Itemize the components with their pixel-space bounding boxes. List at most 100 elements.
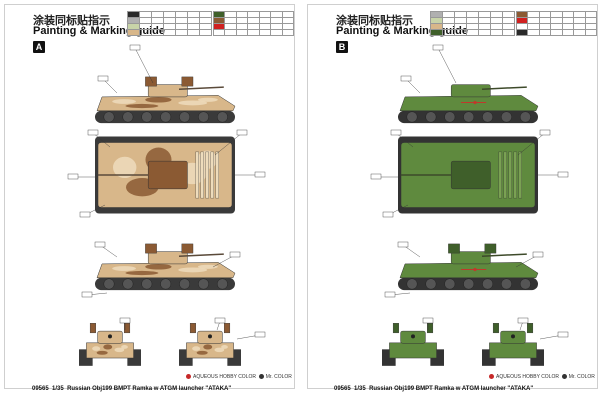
color-swatch (214, 18, 225, 23)
engine-deck-grille (200, 151, 204, 199)
hull (399, 95, 539, 112)
road-wheel (463, 111, 475, 123)
callout-box (94, 241, 106, 248)
title-chinese: 涂装同标贴指示 (336, 15, 413, 27)
callout-box (67, 173, 79, 180)
turret (450, 84, 491, 98)
atgm-launcher (392, 323, 399, 334)
decal-callout (400, 75, 421, 94)
kit-code: 09565 (334, 386, 351, 392)
camo-pattern (112, 96, 218, 109)
vehicle-drawings (67, 44, 266, 366)
decal-callout (538, 171, 569, 178)
camo-patch (221, 345, 228, 349)
atgm-launcher (124, 323, 131, 334)
cannon-barrel (178, 86, 224, 90)
leader-line (92, 132, 111, 148)
kit-scale: 1/35 (52, 386, 64, 392)
road-wheel (160, 278, 172, 290)
engine-deck-grille (518, 151, 522, 199)
color-swatch (214, 12, 225, 17)
road-wheel (179, 278, 191, 290)
color-swatch (214, 30, 225, 35)
road-wheel (160, 111, 172, 123)
engine-deck-grille (210, 151, 214, 199)
callout-box (400, 75, 412, 82)
leader-line (134, 47, 154, 84)
callout-box (81, 291, 93, 298)
callout-box (129, 44, 141, 51)
road-wheel (179, 111, 191, 123)
callout-box (254, 331, 266, 338)
atgm-launcher (448, 243, 460, 254)
camo-patch (198, 264, 218, 269)
road-wheel (141, 278, 153, 290)
decal-callout (97, 75, 118, 94)
turret-top (450, 160, 491, 190)
road-wheel (198, 278, 209, 290)
decal-callout (214, 317, 226, 331)
kit-name: Russian Obj199 BMPT Ramka w ATGM launche… (67, 386, 232, 392)
leader-line (517, 132, 546, 156)
color-swatch (431, 18, 442, 23)
road-wheel (406, 111, 418, 123)
front-view-vehicle (179, 323, 241, 366)
decal-callout (517, 129, 551, 156)
aqueous-dot (489, 374, 494, 380)
cannon-barrel (481, 86, 527, 90)
callout-box (384, 291, 396, 298)
color-swatch (128, 18, 139, 23)
decal-callout (422, 317, 434, 330)
engine-deck-grille (503, 151, 507, 199)
color-table (515, 11, 598, 36)
turret (147, 84, 188, 98)
camo-pattern (112, 263, 218, 276)
decal-callout (236, 331, 266, 340)
callout-box (214, 317, 226, 324)
leader-line (102, 78, 118, 94)
atgm-launcher (527, 323, 534, 334)
callout-box (87, 129, 99, 136)
camo-patch (178, 267, 208, 273)
decal-callout (390, 129, 414, 148)
gun-muzzle (108, 334, 112, 339)
callout-box (236, 129, 248, 136)
hull-front (389, 342, 437, 359)
camo-patch (178, 100, 208, 106)
color-swatch (517, 18, 528, 23)
hull (399, 262, 539, 279)
decal-callout (235, 171, 266, 178)
road-wheel (519, 278, 531, 290)
side-view-vehicle (398, 84, 539, 124)
gun-muzzle (208, 334, 212, 339)
decal-callout (129, 44, 154, 84)
atgm-launcher (492, 323, 499, 334)
camo-patch (113, 156, 137, 179)
camo-pattern (92, 344, 128, 355)
leader-line (395, 132, 414, 148)
color-table (430, 11, 515, 36)
camo-patch (192, 346, 201, 351)
camo-patch (203, 344, 213, 350)
color-swatch (431, 24, 442, 29)
top-view-vehicle (95, 136, 235, 214)
leader-line (214, 132, 243, 156)
atgm-launcher (224, 323, 231, 334)
camo-patch (92, 346, 101, 351)
leader-line (437, 47, 457, 84)
hull-front (489, 342, 537, 359)
engine-deck-grille (508, 151, 512, 199)
camo-patch (125, 103, 159, 109)
road-wheel (501, 278, 512, 290)
title-chinese: 涂装同标贴指示 (33, 15, 110, 27)
atgm-launcher (181, 243, 194, 254)
star-marking (473, 100, 477, 105)
decal-callout (81, 291, 108, 298)
decal-callout (79, 204, 106, 218)
callout-box (229, 251, 241, 258)
road-wheel (141, 111, 153, 123)
road-wheel (501, 111, 512, 123)
road-wheel (519, 111, 531, 123)
turret-top (147, 160, 188, 190)
atgm-launcher (189, 323, 196, 334)
